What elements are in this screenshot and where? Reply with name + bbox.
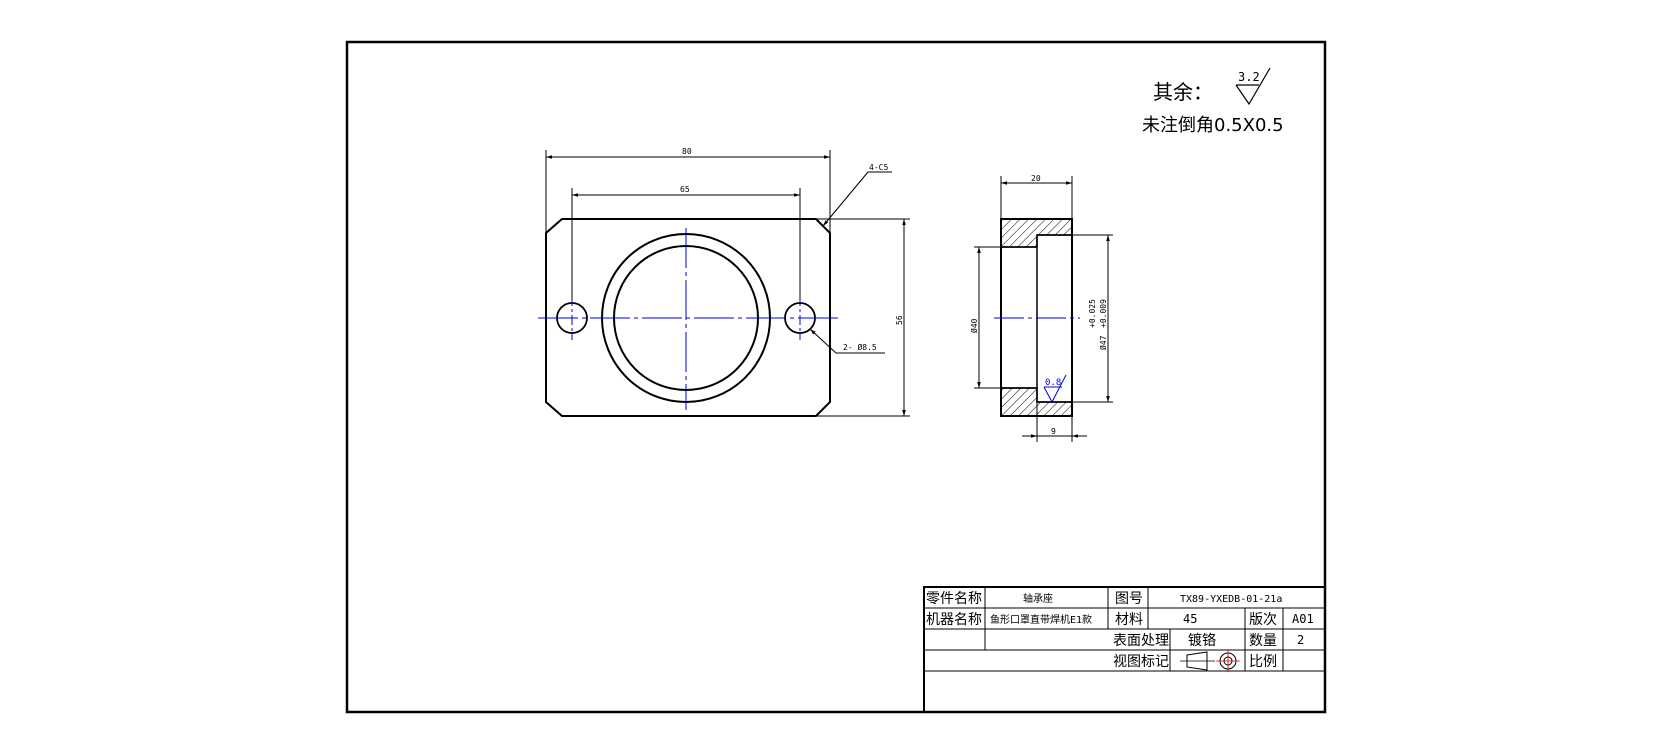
dim-outer: Ø47 [1098, 335, 1108, 350]
tol-upper: +0.025 [1088, 299, 1097, 328]
dim-thickness: 20 [1031, 174, 1041, 183]
machine-name-value: 鱼形口罩直带焊机E1款 [990, 613, 1092, 626]
dim-corner-chamfer: 4-C5 [869, 163, 888, 172]
drawing-no-label: 图号 [1115, 591, 1143, 607]
title-block: 零件名称 轴承座 图号 TX89-YXEDB-01-21a 机器名称 鱼形口罩直… [923, 586, 1326, 713]
part-name-label: 零件名称 [926, 591, 982, 607]
bore-roughness-symbol: 0.8 [1043, 374, 1067, 404]
rest-roughness-value: 3.2 [1238, 70, 1260, 84]
tol-lower: +0.009 [1099, 299, 1108, 328]
revision-value: A01 [1292, 612, 1314, 626]
dim-bore: Ø40 [969, 318, 979, 333]
dim-holes: 2- Ø8.5 [843, 342, 877, 352]
scale-label: 比例 [1249, 654, 1277, 670]
dim-overall-width: 80 [682, 147, 692, 156]
rest-roughness-symbol: 3.2 [1235, 67, 1271, 106]
front-view: 80 65 56 4-C5 2- Ø8.5 [538, 147, 910, 417]
chamfer-note: 未注倒角0.5X0.5 [1142, 115, 1284, 136]
revision-label: 版次 [1249, 612, 1277, 628]
projection-symbol-icon [1180, 650, 1240, 672]
quantity-value: 2 [1297, 633, 1304, 647]
dim-step: 9 [1051, 427, 1056, 436]
machine-name-label: 机器名称 [926, 612, 982, 628]
view-mark-label: 视图标记 [1113, 654, 1169, 670]
material-value: 45 [1183, 612, 1197, 626]
side-view: 20 Ø40 Ø47 +0.025 +0.009 9 0.8 [969, 174, 1113, 442]
rest-roughness-label: 其余： [1153, 80, 1213, 104]
dim-hole-spacing: 65 [680, 185, 690, 194]
sheet-border [345, 40, 1327, 714]
part-name-value: 轴承座 [1023, 592, 1053, 605]
surface-label: 表面处理 [1113, 633, 1169, 649]
drawing-no-value: TX89-YXEDB-01-21a [1180, 594, 1282, 605]
surface-value: 镀铬 [1188, 632, 1216, 649]
quantity-label: 数量 [1249, 633, 1277, 649]
dim-height: 56 [895, 315, 904, 325]
bore-roughness-value: 0.8 [1045, 378, 1061, 388]
material-label: 材料 [1115, 612, 1143, 628]
